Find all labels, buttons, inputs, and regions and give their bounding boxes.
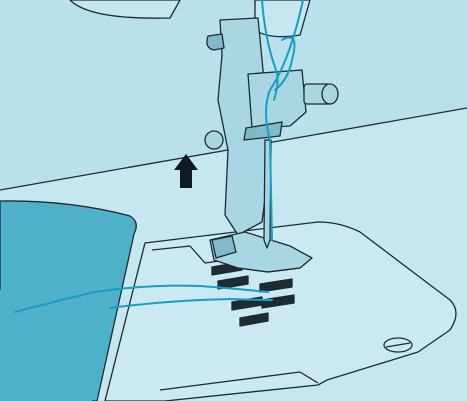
screw: [384, 338, 412, 352]
